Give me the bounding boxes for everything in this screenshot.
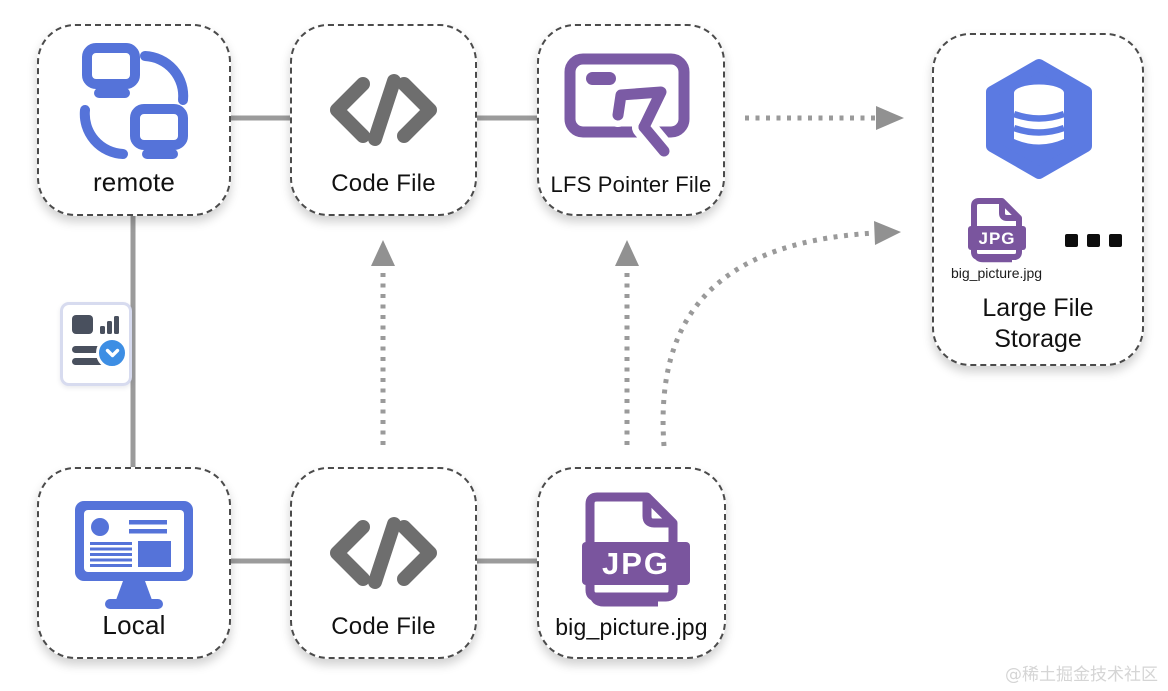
code-slash — [368, 74, 401, 146]
monitor-base — [105, 599, 163, 609]
node-label-lfs-pointer-file: LFS Pointer File — [550, 172, 712, 197]
cylinder-top — [1014, 84, 1064, 102]
remote-node-b — [130, 104, 188, 150]
doc-fold — [999, 201, 1019, 221]
ellipsis-icon — [1065, 234, 1122, 247]
screen-line — [129, 529, 167, 534]
screen-text-lines — [90, 542, 132, 567]
screen-block — [138, 541, 171, 567]
version-doc-icon — [60, 302, 132, 386]
doc-chart-bar — [114, 316, 119, 334]
jpg-banner-text: JPG — [978, 229, 1015, 248]
node-label-code-file-top: Code File — [331, 170, 436, 197]
arrowhead-up — [371, 240, 395, 266]
doc-lip — [973, 253, 1012, 263]
doc-text-line — [72, 358, 115, 365]
chevron-down-icon — [105, 348, 119, 357]
node-label-code-file-bottom: Code File — [331, 613, 436, 640]
monitor-stand — [116, 581, 152, 600]
cylinder-band-2 — [1012, 124, 1066, 136]
node-label-remote: remote — [92, 167, 176, 197]
dot — [1109, 234, 1122, 247]
remote-sync-icon — [79, 43, 189, 159]
remote-arc-top — [140, 51, 189, 105]
code-chevron-right — [397, 77, 437, 143]
node-lfs-pointer-file[interactable]: LFS Pointer File — [537, 24, 725, 216]
code-slash — [368, 517, 401, 589]
node-big-picture[interactable]: JPG big_picture.jpg — [537, 467, 726, 659]
dot — [1065, 234, 1078, 247]
doc-chart-square — [72, 315, 93, 334]
arrow-bigpicture-to-storage — [660, 221, 901, 447]
node-large-file-storage[interactable]: JPG big_picture.jpg Large File Storage — [932, 33, 1144, 366]
node-label-big-picture: big_picture.jpg — [555, 614, 708, 640]
doc-text-line — [72, 346, 115, 353]
dot — [1087, 234, 1100, 247]
node-label-local: Local — [102, 610, 166, 640]
database-cylinder — [1012, 84, 1066, 145]
doc-fold — [642, 497, 673, 528]
database-hexagon-icon — [986, 59, 1092, 179]
watermark: @稀土掘金技术社区 — [1005, 665, 1158, 685]
window-titlebar — [586, 72, 616, 85]
code-icon — [330, 74, 437, 146]
arrowhead-up — [615, 240, 639, 266]
node-remote[interactable]: remote — [37, 24, 231, 216]
jpg-file-small-icon: JPG — [968, 198, 1026, 263]
arrow-lfspointer-to-storage — [745, 106, 904, 130]
node-code-file-top[interactable]: Code File — [290, 24, 477, 216]
arrow-codefile-up — [371, 240, 395, 445]
cylinder-band-1 — [1012, 110, 1066, 122]
remote-arc-bottom — [79, 105, 128, 159]
cursor-tail — [638, 121, 670, 157]
arrowhead-right — [874, 221, 901, 245]
jpg-banner-text: JPG — [602, 546, 670, 581]
doc-chart-bar — [107, 321, 112, 334]
node-code-file-bottom[interactable]: Code File — [290, 467, 477, 659]
version-badge-icon — [96, 337, 128, 369]
window-frame — [564, 53, 690, 138]
arrow-bigpicture-to-lfspointer — [615, 240, 639, 445]
node-label-large-file-storage: Large File Storage — [982, 294, 1094, 353]
screen-avatar — [91, 518, 109, 536]
code-chevron-right — [397, 520, 437, 586]
jpg-banner — [968, 226, 1026, 250]
screen-line — [129, 520, 167, 525]
code-chevron-left — [330, 520, 370, 586]
remote-node-a — [82, 43, 140, 89]
monitor-icon — [75, 501, 193, 609]
jpg-banner — [582, 542, 690, 585]
stored-file-name: big_picture.jpg — [951, 265, 1043, 281]
arrowhead-right — [876, 106, 904, 130]
code-icon — [330, 517, 437, 589]
doc-lip — [589, 592, 658, 607]
arrow-curve — [660, 230, 876, 447]
cursor-arrow — [612, 86, 667, 133]
pointer-window-icon — [564, 53, 690, 163]
doc-chart-bar — [100, 326, 105, 334]
code-chevron-left — [330, 77, 370, 143]
node-local[interactable]: Local — [37, 467, 231, 659]
jpg-file-icon: JPG — [582, 492, 690, 607]
